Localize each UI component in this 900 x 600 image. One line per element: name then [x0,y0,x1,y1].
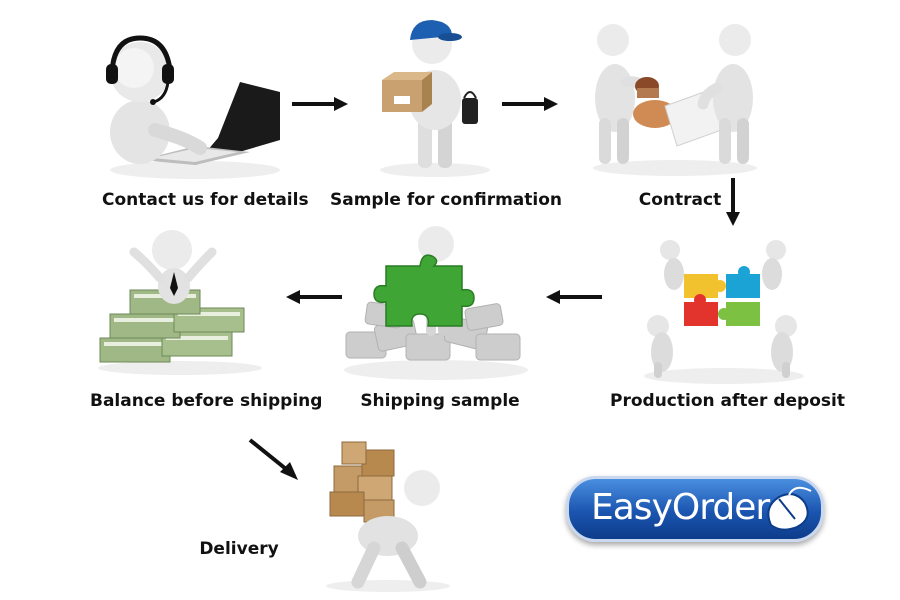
step-label: Contract [638,190,722,210]
arrow-right-icon [502,97,558,111]
call-center-figure-icon [106,35,280,179]
step-label: Delivery [199,539,279,559]
arrow-right-icon [292,97,348,111]
logo-text: EasyOrder [591,487,770,528]
team-puzzle-production-icon [644,240,804,384]
step-label: Production after deposit [610,391,845,411]
step-label: Shipping sample [360,391,520,411]
puzzle-pile-figure-icon [344,226,528,380]
arrow-down-icon [726,178,740,226]
step-label: Sample for confirmation [330,190,563,210]
figure-carrying-boxes-icon [326,441,450,592]
figure-on-money-stacks-icon [98,230,262,375]
arrow-left-icon [546,290,602,304]
computer-mouse-icon [767,486,812,531]
arrow-down-right-icon [248,438,298,480]
arrow-left-icon [286,290,342,304]
handshake-stamp-contract-icon [593,24,757,176]
courier-with-box-icon [380,20,490,177]
step-label: Contact us for details [102,190,309,210]
step-label: Balance before shipping [90,391,323,411]
easyorder-logo: EasyOrder [566,476,824,542]
